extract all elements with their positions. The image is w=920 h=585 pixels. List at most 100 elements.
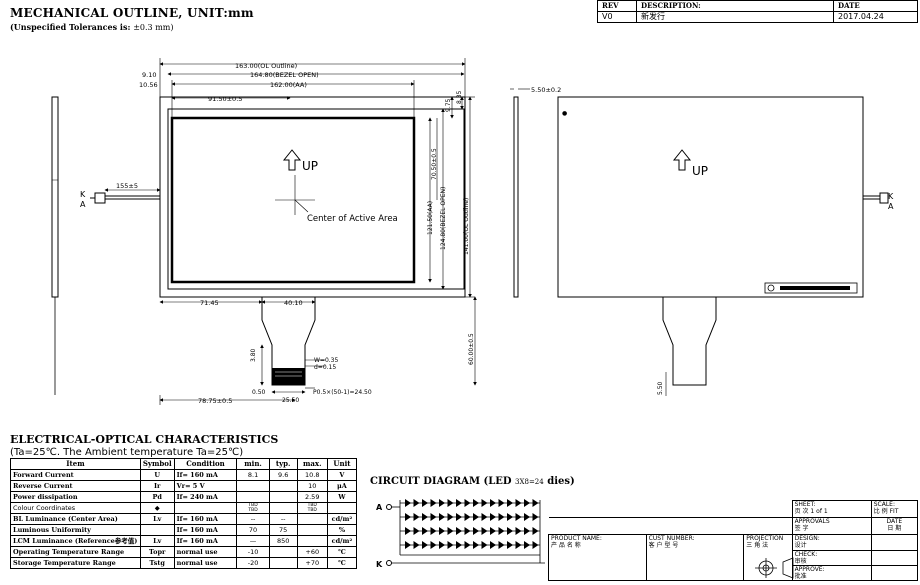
led-diode-icon [405, 527, 411, 535]
led-diode-icon [481, 499, 488, 507]
led-diode-icon [507, 513, 513, 521]
sheet-label: SHEET: [794, 501, 816, 508]
dim-side-thickness: 5.50±0.2 [531, 86, 561, 94]
cell: -20 [236, 557, 270, 569]
led-diode-icon [439, 513, 445, 521]
col-typ: typ. [268, 458, 298, 470]
led-diode-icon [515, 499, 522, 507]
cell: cd/m² [326, 535, 358, 547]
led-diode-icon [498, 527, 505, 535]
dim-open-width: 164.80(BEZEL OPEN) [250, 71, 319, 79]
approve-cn: 批准 [794, 573, 807, 580]
led-diode-icon [507, 499, 513, 507]
product-cn: 产 品 名 称 [551, 542, 581, 549]
back-cable-k: K [888, 192, 894, 201]
led-diode-icon [532, 527, 539, 535]
cell: Topr [139, 546, 175, 558]
cell: normal use [173, 557, 238, 569]
scale-value: FIT [889, 508, 899, 515]
led-diode-icon [447, 513, 454, 521]
dim-top-offset-2: 8.35 [456, 90, 463, 104]
led-diode-icon [422, 499, 428, 507]
front-view [90, 96, 466, 386]
cell: Reverse Current [10, 480, 141, 492]
led-diode-icon [413, 541, 420, 549]
led-diode-icon [405, 541, 411, 549]
col-min: min. [236, 458, 270, 470]
sheet-value: 1 of 1 [810, 508, 828, 515]
cell: If= 160 mA [173, 524, 238, 536]
led-diode-icon [481, 541, 488, 549]
cell: 2.59 [296, 491, 328, 503]
check-cell: CHECK:审核 [791, 550, 872, 566]
back-cable-a: A [888, 202, 894, 211]
left-side-view [51, 96, 59, 395]
dim-fpc-pitch: P0.5×(50-1)=24.50 [313, 389, 372, 396]
approve-label: APPROVE: [794, 566, 825, 573]
cell [326, 502, 358, 514]
led-diode-icon [405, 513, 411, 521]
date-label: DATE [886, 518, 903, 525]
table-row: BL Luminance (Center Area) Lv If= 160 mA… [10, 513, 358, 525]
cell: Storage Temperature Range [10, 557, 141, 569]
scale-cn: 比 例 [873, 508, 888, 515]
cell [870, 565, 919, 581]
cell [296, 513, 328, 525]
dim-aa-height: 121.50(AA) [427, 201, 434, 235]
back-view [557, 96, 889, 396]
up-arrow-back-icon [672, 149, 692, 171]
projection-cn: 三 角 法 [746, 542, 769, 549]
scale-label: SCALE: [873, 501, 895, 508]
cell [236, 491, 270, 503]
cable-a-label: A [80, 200, 86, 209]
dim-center-x: 91.50±0.5 [208, 95, 242, 103]
cell: +70 [296, 557, 328, 569]
led-diode-icon [490, 499, 496, 507]
electrical-table: Item Symbol Condition min. typ. max. Uni… [10, 458, 358, 569]
led-diode-icon [456, 527, 462, 535]
table-row: Luminous Uniformity If= 160 mA 70 75 % [10, 524, 358, 536]
led-diode-icon [422, 513, 428, 521]
cell [236, 480, 270, 492]
led-diode-icon [430, 499, 437, 507]
led-diode-icon [456, 499, 462, 507]
col-max: max. [296, 458, 328, 470]
led-diode-icon [464, 527, 471, 535]
led-diode-icon [515, 541, 522, 549]
led-diode-icon [524, 527, 530, 535]
cell: Colour Coordinates [10, 502, 141, 514]
approvals-label: APPROVALS [794, 518, 830, 525]
check-label: CHECK: [794, 551, 818, 558]
led-diode-icon [490, 513, 496, 521]
cell [268, 546, 298, 558]
cell: LCM Luminance (Reference参考值) [10, 535, 141, 547]
center-crosshair [275, 175, 315, 215]
dim-bottom-left: 78.75±0.5 [198, 397, 232, 405]
cell: Forward Current [10, 469, 141, 481]
product-label: PRODUCT NAME: [551, 535, 602, 542]
led-diode-icon [430, 513, 437, 521]
table-row: LCM Luminance (Reference参考值) Lv If= 160 … [10, 535, 358, 547]
led-diode-icon [439, 499, 445, 507]
approvals-cn: 签 字 [794, 525, 809, 532]
led-diode-icon [464, 513, 471, 521]
dim-aa-width: 162.00(AA) [270, 81, 307, 89]
approve-cell: APPROVE:批准 [791, 565, 872, 581]
dim-outline-height: 141.00(OL Outline) [463, 198, 470, 255]
cell: If= 160 mA [173, 513, 238, 525]
led-diode-icon [456, 541, 462, 549]
col-condition: Condition [173, 458, 238, 470]
led-diode-icon [456, 513, 462, 521]
cell [268, 502, 298, 514]
drawing-title: MECHANICAL OUTLINE, UNIT:mm [10, 6, 254, 20]
cell: Ir [139, 480, 175, 492]
cell [870, 534, 919, 551]
scale-cell: SCALE:比 例 FIT [870, 500, 919, 518]
up-label-back: UP [692, 164, 708, 178]
cable-k-label: K [80, 190, 86, 199]
cc-max-y: TBD [307, 508, 317, 513]
cell: 9.6 [268, 469, 298, 481]
led-diode-icon [422, 541, 428, 549]
